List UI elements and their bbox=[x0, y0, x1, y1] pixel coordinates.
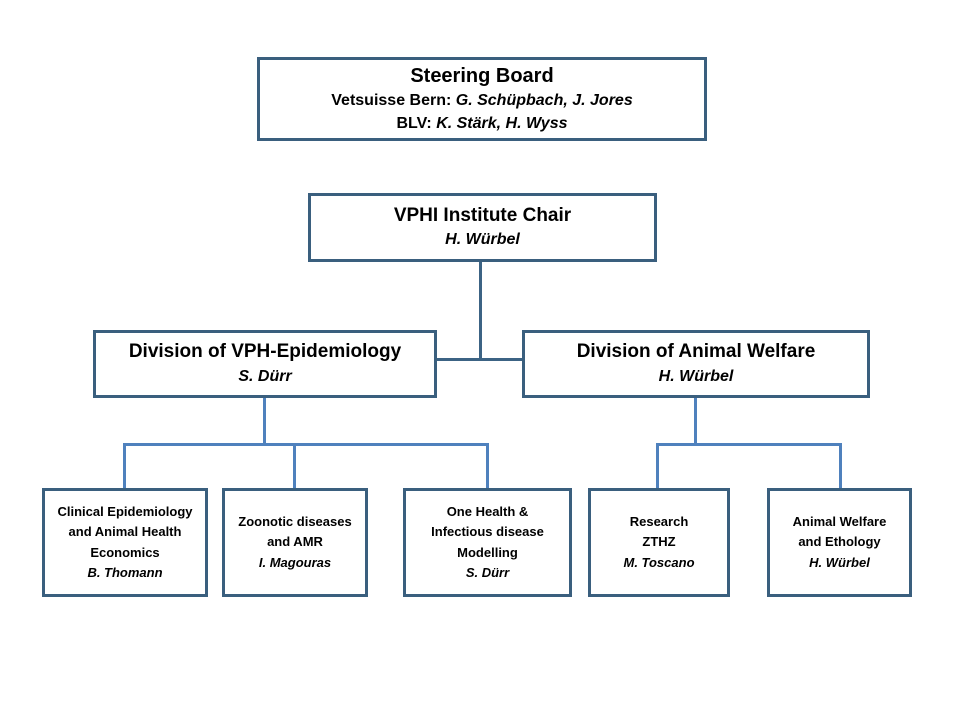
steering-board-line-blv: BLV: K. Stärk, H. Wyss bbox=[396, 113, 567, 135]
steering-board-line-vetsuisse: Vetsuisse Bern: G. Schüpbach, J. Jores bbox=[331, 90, 632, 112]
unit-line: Clinical Epidemiology bbox=[57, 504, 193, 520]
unit-lead-name: I. Magouras bbox=[258, 554, 332, 570]
institute-chair-name: H. Würbel bbox=[445, 231, 520, 249]
unit-line: One Health & bbox=[446, 504, 529, 520]
connector-welfare-children-rail bbox=[656, 443, 842, 446]
unit-box-animal-welfare-ethology: Animal Welfare and Ethology H. Würbel bbox=[767, 488, 912, 597]
division-animal-welfare-title: Division of Animal Welfare bbox=[576, 341, 816, 363]
connector-drop-research-zthz bbox=[656, 443, 659, 488]
unit-line: Animal Welfare bbox=[792, 514, 887, 530]
division-vph-epidemiology-title: Division of VPH-Epidemiology bbox=[128, 341, 402, 363]
unit-lead-name: B. Thomann bbox=[87, 564, 163, 580]
unit-box-zoonotic-diseases-amr: Zoonotic diseases and AMR I. Magouras bbox=[222, 488, 368, 597]
connector-epi-children-rail bbox=[123, 443, 489, 446]
unit-line: ZTHZ bbox=[642, 534, 676, 550]
unit-line: Modelling bbox=[457, 544, 518, 560]
unit-box-clinical-epidemiology: Clinical Epidemiology and Animal Health … bbox=[42, 488, 208, 597]
unit-line: and AMR bbox=[267, 534, 323, 550]
steering-board-box: Steering Board Vetsuisse Bern: G. Schüpb… bbox=[257, 57, 707, 141]
steering-board-label-blv: BLV: bbox=[396, 114, 437, 132]
steering-board-title: Steering Board bbox=[410, 65, 554, 88]
connector-drop-animal-welfare-ethology bbox=[839, 443, 842, 488]
institute-chair-box: VPHI Institute Chair H. Würbel bbox=[308, 193, 657, 262]
division-animal-welfare-name: H. Würbel bbox=[658, 367, 734, 385]
connector-drop-zoonotic-diseases bbox=[293, 443, 296, 488]
institute-chair-title: VPHI Institute Chair bbox=[393, 204, 572, 226]
connector-epi-division-stem bbox=[263, 398, 266, 446]
connector-divisions-horizontal bbox=[437, 358, 522, 361]
connector-drop-clinical-epidemiology bbox=[123, 443, 126, 488]
unit-line: Zoonotic diseases bbox=[238, 514, 352, 530]
division-box-animal-welfare: Division of Animal Welfare H. Würbel bbox=[522, 330, 870, 398]
unit-line: and Ethology bbox=[798, 534, 881, 550]
unit-box-one-health-modelling: One Health & Infectious disease Modellin… bbox=[403, 488, 572, 597]
connector-welfare-division-stem bbox=[694, 398, 697, 446]
unit-lead-name: S. Dürr bbox=[465, 564, 510, 580]
unit-line: and Animal Health bbox=[68, 524, 182, 540]
unit-lead-name: M. Toscano bbox=[623, 554, 695, 570]
unit-lead-name: H. Würbel bbox=[809, 554, 870, 570]
connector-chair-to-divisions bbox=[479, 262, 482, 360]
division-box-vph-epidemiology: Division of VPH-Epidemiology S. Dürr bbox=[93, 330, 437, 398]
connector-drop-one-health bbox=[486, 443, 489, 488]
unit-line: Research bbox=[629, 514, 689, 530]
unit-line: Economics bbox=[90, 544, 160, 560]
division-vph-epidemiology-name: S. Dürr bbox=[238, 367, 292, 385]
unit-box-research-zthz: Research ZTHZ M. Toscano bbox=[588, 488, 730, 597]
steering-board-names-blv: K. Stärk, H. Wyss bbox=[436, 114, 568, 132]
steering-board-names-vetsuisse: G. Schüpbach, J. Jores bbox=[455, 92, 633, 110]
unit-line: Infectious disease bbox=[431, 524, 544, 540]
steering-board-label-vetsuisse: Vetsuisse Bern: bbox=[331, 92, 456, 110]
